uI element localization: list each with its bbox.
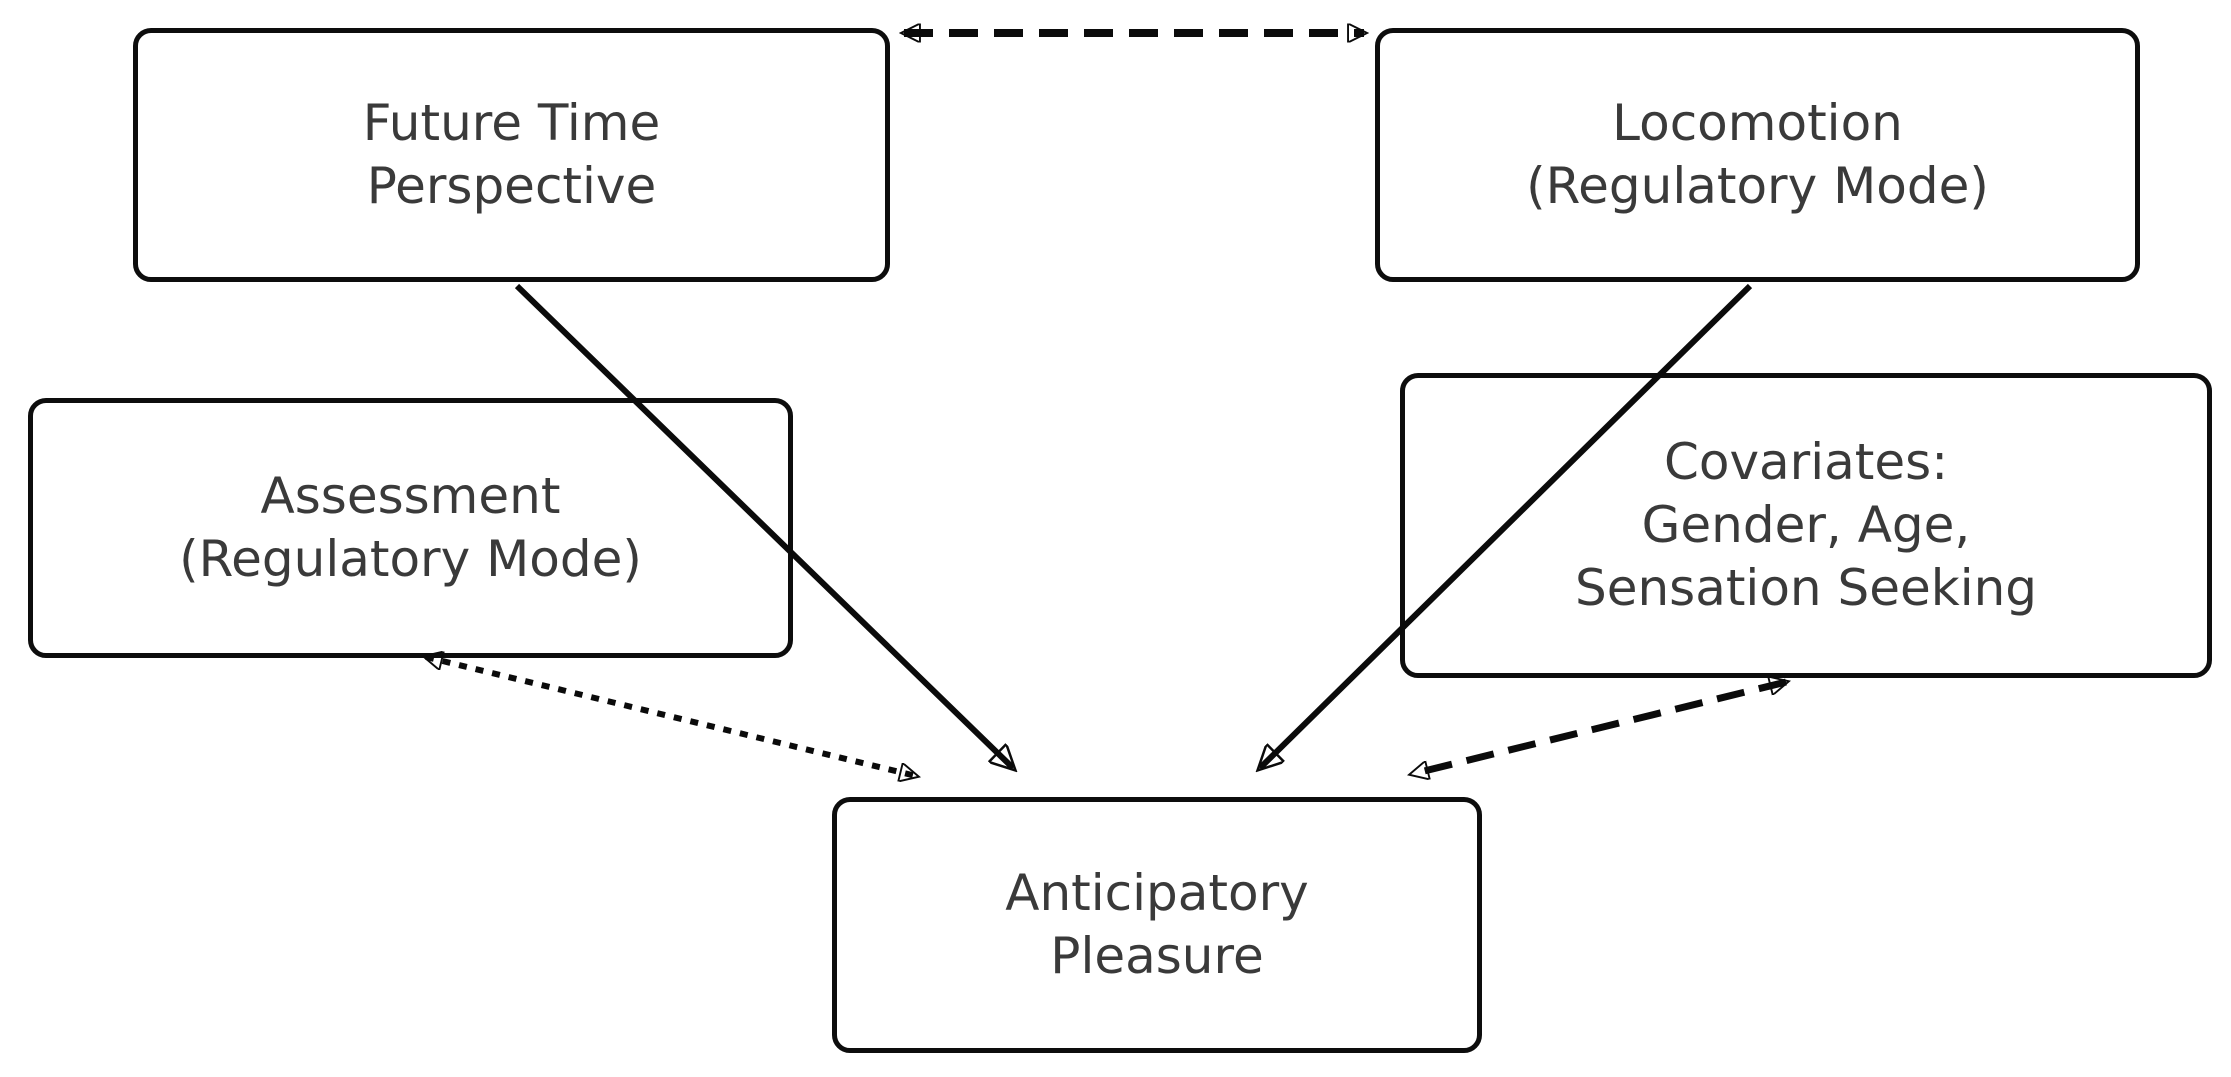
node-anticipatory-pleasure-label: Anticipatory Pleasure: [1005, 864, 1309, 985]
node-future-time-perspective: Future Time Perspective: [133, 28, 890, 282]
node-locomotion-regulatory-mode: Locomotion (Regulatory Mode): [1375, 28, 2140, 282]
edge-covariates-anticipatory-arrow: [1412, 682, 1786, 774]
node-covariates: Covariates: Gender, Age, Sensation Seeki…: [1400, 373, 2212, 678]
edge-assessment-anticipatory-arrow: [426, 657, 916, 776]
node-assessment-label: Assessment (Regulatory Mode): [179, 467, 642, 588]
node-assessment-regulatory-mode: Assessment (Regulatory Mode): [28, 398, 793, 658]
node-covariates-label: Covariates: Gender, Age, Sensation Seeki…: [1574, 433, 2038, 617]
node-locomotion-label: Locomotion (Regulatory Mode): [1526, 94, 1989, 215]
node-anticipatory-pleasure: Anticipatory Pleasure: [832, 797, 1482, 1053]
node-future-time-perspective-label: Future Time Perspective: [362, 94, 661, 215]
